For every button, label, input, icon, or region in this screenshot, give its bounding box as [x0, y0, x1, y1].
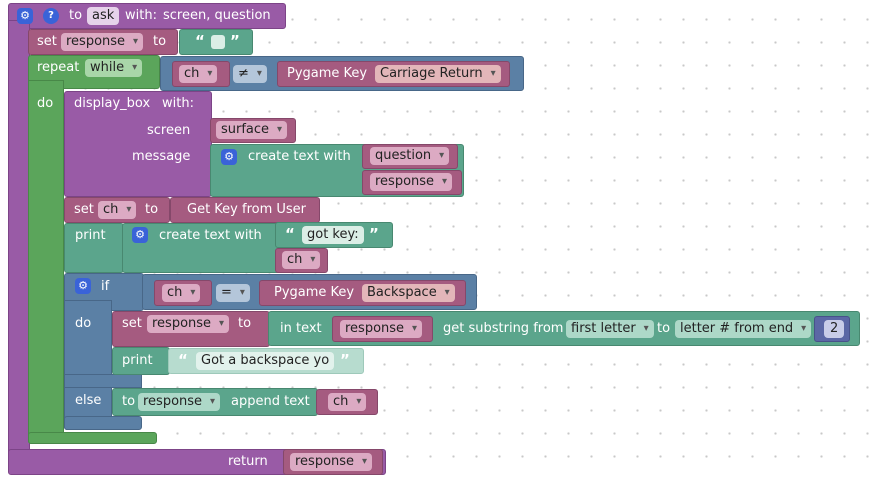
- procedure-name-field[interactable]: ask: [87, 7, 120, 25]
- neq-operator-dropdown[interactable]: ≠: [233, 65, 267, 83]
- gear-icon[interactable]: ⚙: [132, 227, 148, 243]
- set-sub-label: set: [122, 316, 142, 331]
- if-do-label: do: [75, 316, 92, 331]
- in-response-dropdown[interactable]: response: [340, 320, 423, 338]
- if-label: if: [101, 279, 110, 294]
- carriage-return-dropdown[interactable]: Carriage Return: [375, 65, 501, 83]
- gear-icon[interactable]: ⚙: [75, 278, 91, 294]
- procedure-block-body[interactable]: [8, 20, 30, 462]
- get-substring-label: get substring from: [443, 321, 564, 336]
- print-ch-dropdown[interactable]: ch: [282, 251, 321, 269]
- display-box-with-label: with:: [162, 96, 194, 111]
- close-quote-icon: ”: [230, 32, 240, 50]
- repeat-mode-dropdown[interactable]: while: [85, 59, 143, 77]
- print-block-1[interactable]: [64, 223, 124, 273]
- append-ch-dropdown[interactable]: ch: [328, 393, 367, 411]
- gear-icon[interactable]: ⚙: [221, 149, 237, 165]
- from-letter-dropdown[interactable]: first letter: [566, 320, 654, 338]
- return-label: return: [228, 454, 268, 469]
- display-box-label: display_box: [74, 96, 151, 111]
- repeat-label: repeat: [37, 60, 80, 75]
- message-label: message: [132, 149, 191, 164]
- eq-operator-dropdown[interactable]: =: [216, 284, 250, 302]
- cond-ch-dropdown[interactable]: ch: [179, 65, 218, 83]
- append-text-label: append text: [231, 394, 310, 409]
- create-text-label-2: create text with: [159, 228, 262, 243]
- close-quote-icon: ”: [369, 225, 379, 243]
- repeat-bottom[interactable]: [28, 432, 157, 444]
- empty-text-field[interactable]: [211, 35, 225, 49]
- procedure-params: screen, question: [163, 8, 271, 23]
- get-key-block[interactable]: [170, 197, 320, 223]
- return-var-dropdown[interactable]: response: [290, 453, 373, 471]
- open-quote-icon: “: [195, 32, 205, 50]
- in-text-label: in text: [280, 321, 322, 336]
- set-label: set: [37, 34, 57, 49]
- sub-to-label: to: [657, 321, 671, 336]
- set-sub-to-label: to: [238, 316, 252, 331]
- number-field[interactable]: 2: [824, 320, 845, 338]
- append-var-dropdown[interactable]: response: [138, 393, 221, 411]
- print-block-2[interactable]: [112, 347, 170, 375]
- set-ch-dropdown[interactable]: ch: [98, 201, 137, 219]
- if-ch-dropdown[interactable]: ch: [162, 284, 201, 302]
- gear-icon[interactable]: ⚙: [17, 8, 33, 24]
- if-block-arm[interactable]: [64, 300, 112, 430]
- to-letter-dropdown[interactable]: letter # from end: [675, 320, 812, 338]
- create-text-label: create text with: [248, 149, 351, 164]
- open-quote-icon: “: [285, 225, 295, 243]
- help-icon[interactable]: ?: [43, 8, 59, 24]
- repeat-do-arm[interactable]: [28, 80, 64, 444]
- print-label-1: print: [75, 228, 106, 243]
- response-dropdown[interactable]: response: [370, 173, 453, 191]
- got-key-text-field[interactable]: got key:: [302, 226, 364, 244]
- append-to-label: to: [122, 394, 136, 409]
- surface-dropdown[interactable]: surface: [216, 121, 288, 139]
- procedure-with-label: with:: [125, 8, 157, 23]
- set-ch-label: set: [74, 202, 94, 217]
- if-block-bottom[interactable]: [64, 416, 142, 430]
- repeat-do-label: do: [37, 96, 54, 111]
- pygame-key-label-2: Pygame Key: [274, 285, 355, 300]
- set-response-var-dropdown[interactable]: response: [61, 33, 144, 51]
- screen-label: screen: [147, 123, 191, 138]
- question-dropdown[interactable]: question: [370, 147, 450, 165]
- open-quote-icon: “: [178, 351, 188, 369]
- if-block-else-row[interactable]: [64, 374, 142, 388]
- display-box-block[interactable]: [64, 91, 212, 197]
- if-else-label: else: [75, 393, 102, 408]
- close-quote-icon: ”: [340, 351, 350, 369]
- set-to-label: to: [153, 34, 167, 49]
- set-sub-var-dropdown[interactable]: response: [147, 315, 230, 333]
- pygame-key-label: Pygame Key: [287, 66, 368, 81]
- set-ch-to-label: to: [145, 202, 159, 217]
- backspace-text-field[interactable]: Got a backspace yo: [196, 352, 335, 370]
- backspace-dropdown[interactable]: Backspace: [362, 284, 455, 302]
- print-label-2: print: [122, 353, 153, 368]
- procedure-to-label: to: [69, 8, 83, 23]
- get-key-label: Get Key from User: [187, 202, 307, 217]
- create-text-block-2[interactable]: [122, 223, 282, 273]
